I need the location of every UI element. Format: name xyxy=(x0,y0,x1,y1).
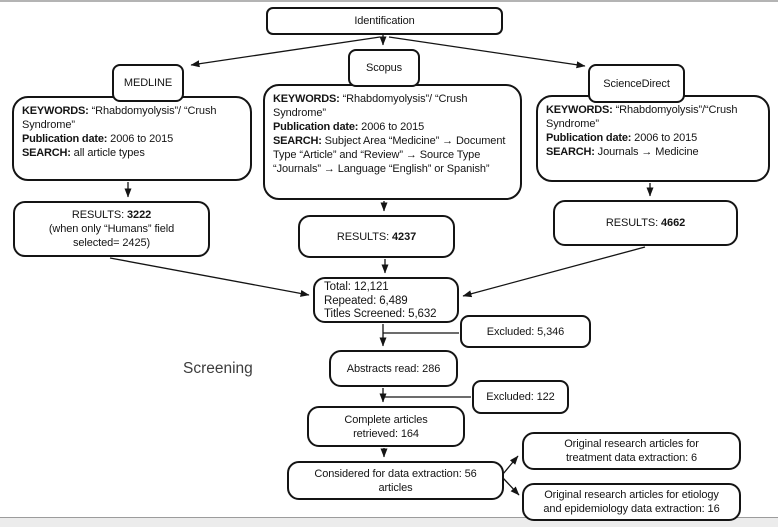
criteria-line-search: SEARCH: Journals → Medicine xyxy=(546,145,760,159)
etiology-line: and epidemiology data extraction: 16 xyxy=(543,503,720,515)
criteria-value: “Rhabdomyolysis”/“Crush Syndrome” xyxy=(546,104,738,130)
criteria-value: all article types xyxy=(70,147,145,159)
source-label-sciencedirect: ScienceDirect xyxy=(588,64,685,103)
results-line: RESULTS: 3222 xyxy=(72,208,151,222)
excluded-titles-box: Excluded: 5,346 xyxy=(460,315,591,348)
results-value: 4662 xyxy=(661,217,686,229)
criteria-line-keywords: KEYWORDS: “Rhabdomyolysis”/ “Crush Syndr… xyxy=(273,92,512,120)
criteria-label: KEYWORDS: xyxy=(22,105,89,117)
criteria-line-keywords: KEYWORDS: “Rhabdomyolysis”/“Crush Syndro… xyxy=(546,103,760,131)
criteria-label: SEARCH: xyxy=(273,135,322,147)
criteria-value: Journals → Medicine xyxy=(594,146,699,158)
scopus-results-box: RESULTS: 4237 xyxy=(298,215,455,258)
arrow-considered-etiology xyxy=(502,477,520,496)
criteria-line-search: SEARCH: all article types xyxy=(22,146,242,160)
source-label-scopus: Scopus xyxy=(348,49,420,87)
criteria-value: 2006 to 2015 xyxy=(358,121,425,133)
criteria-line-keywords: KEYWORDS: “Rhabdomyolysis”/ “Crush Syndr… xyxy=(22,104,242,132)
identification-stage-box: Identification xyxy=(266,7,503,35)
results-label: RESULTS: xyxy=(336,230,390,243)
etiology-extraction-box: Original research articles for etiology … xyxy=(522,483,741,521)
criteria-line-search: SEARCH: Subject Area “Medicine” → Docume… xyxy=(273,134,512,176)
results-value: 3222 xyxy=(127,209,152,221)
criteria-label: KEYWORDS: xyxy=(273,93,340,105)
results-label: RESULTS: xyxy=(71,209,125,221)
criteria-label: SEARCH: xyxy=(22,147,71,159)
results-note-line: selected= 2425) xyxy=(72,237,151,249)
results-value: 4237 xyxy=(392,230,417,243)
criteria-label: KEYWORDS: xyxy=(546,104,613,116)
scopus-criteria-box: KEYWORDS: “Rhabdomyolysis”/ “Crush Syndr… xyxy=(263,84,522,200)
medline-criteria-box: KEYWORDS: “Rhabdomyolysis”/ “Crush Syndr… xyxy=(12,96,252,181)
etiology-line: Original research articles for etiology xyxy=(544,489,719,501)
criteria-line-publication: Publication date: 2006 to 2015 xyxy=(22,132,242,146)
criteria-label: Publication date: xyxy=(22,133,108,145)
sciencedirect-criteria-box: KEYWORDS: “Rhabdomyolysis”/“Crush Syndro… xyxy=(536,95,770,182)
criteria-label: Publication date: xyxy=(546,132,632,144)
medline-results-box: RESULTS: 3222 (when only “Humans” field … xyxy=(13,201,210,257)
results-label: RESULTS: xyxy=(605,217,659,229)
results-note-line: (when only “Humans” field xyxy=(48,223,175,235)
treatment-line: treatment data extraction: 6 xyxy=(565,452,698,464)
arrow-identification-medline xyxy=(190,36,381,68)
totals-box: Total: 12,121 Repeated: 6,489 Titles Scr… xyxy=(313,277,459,323)
source-label-medline: MEDLINE xyxy=(112,64,184,102)
sciencedirect-results-box: RESULTS: 4662 xyxy=(553,200,738,246)
criteria-value: Subject Area “Medicine” → Document Type … xyxy=(273,135,506,175)
repeated-line: Repeated: 6,489 xyxy=(324,294,408,307)
complete-articles-box: Complete articles retrieved: 164 xyxy=(307,406,465,447)
criteria-line-publication: Publication date: 2006 to 2015 xyxy=(546,131,760,145)
considered-extraction-box: Considered for data extraction: 56 artic… xyxy=(287,461,504,500)
treatment-extraction-box: Original research articles for treatment… xyxy=(522,432,741,470)
titles-screened-line: Titles Screened: 5,632 xyxy=(324,308,437,321)
criteria-value: 2006 to 2015 xyxy=(631,132,698,144)
complete-articles-line: Complete articles xyxy=(344,413,428,426)
results-line: RESULTS: 4662 xyxy=(606,216,685,230)
criteria-value: “Rhabdomyolysis”/ “Crush Syndrome” xyxy=(22,105,217,131)
screening-stage-label: Screening xyxy=(183,360,253,377)
criteria-value: “Rhabdomyolysis”/ “Crush Syndrome” xyxy=(273,93,468,119)
arrow-sciencedirect-total xyxy=(462,246,646,298)
criteria-value: 2006 to 2015 xyxy=(107,133,174,145)
criteria-label: SEARCH: xyxy=(546,146,595,158)
abstracts-read-box: Abstracts read: 286 xyxy=(329,350,458,387)
page-top-rule xyxy=(0,0,778,2)
excluded-abstracts-box: Excluded: 122 xyxy=(472,380,569,414)
total-line: Total: 12,121 xyxy=(324,281,389,293)
arrow-medline-total xyxy=(109,257,310,297)
considered-line: articles xyxy=(378,481,413,494)
page-bottom-rule xyxy=(0,517,778,527)
criteria-line-publication: Publication date: 2006 to 2015 xyxy=(273,120,512,134)
results-line: RESULTS: 4237 xyxy=(337,230,416,244)
arrow-considered-treatment xyxy=(502,455,519,475)
criteria-label: Publication date: xyxy=(273,121,359,133)
considered-line: Considered for data extraction: 56 xyxy=(314,467,477,480)
complete-articles-line: retrieved: 164 xyxy=(353,427,419,440)
arrow-identification-sciencedirect xyxy=(388,36,586,69)
treatment-line: Original research articles for xyxy=(564,438,699,450)
